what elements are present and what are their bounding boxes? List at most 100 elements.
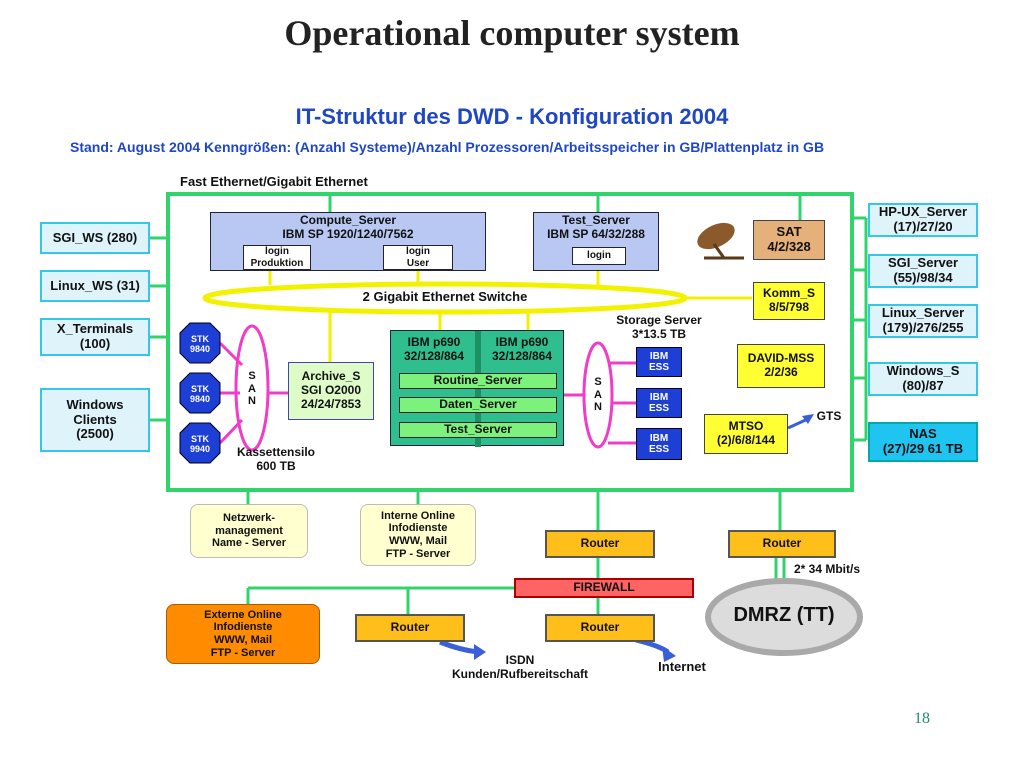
- ibm-p690-2: IBM p690 32/128/864: [479, 333, 565, 367]
- login-user-box: login User: [383, 245, 453, 270]
- mtso-stats: (2)/6/8/144: [716, 433, 776, 447]
- san-label-right: S A N: [590, 372, 606, 418]
- san-right-s: S: [594, 376, 602, 389]
- windows-clients-box: Windows Clients (2500): [40, 388, 150, 452]
- router-top-right: Router: [728, 530, 836, 558]
- san-right-n: N: [594, 401, 602, 414]
- ibm-p690-cluster: IBM p690 32/128/864 IBM p690 32/128/864 …: [390, 330, 565, 447]
- linux-server-label: Linux_Server: [881, 305, 965, 321]
- router-bottom-left-label: Router: [390, 620, 430, 635]
- interne-line4: FTP - Server: [385, 547, 451, 560]
- san-right-a: A: [594, 388, 602, 401]
- storage-server-line1: Storage Server: [616, 313, 702, 328]
- archive-server-box: Archive_S SGI O2000 24/24/7853: [288, 362, 374, 420]
- netzwerk-line2: management: [215, 524, 283, 537]
- compute-server-stats: IBM SP 1920/1240/7562: [282, 226, 414, 241]
- firewall-box: FIREWALL: [514, 578, 694, 598]
- router-bottom-center: Router: [545, 614, 655, 642]
- archive-model: SGI O2000: [300, 383, 362, 398]
- frame-label: Fast Ethernet/Gigabit Ethernet: [180, 174, 368, 189]
- test-server-stats: IBM SP 64/32/288: [547, 226, 645, 241]
- mtso-label: MTSO: [728, 419, 764, 434]
- stk-3-line2: 9940: [189, 444, 211, 454]
- login-user-label-2: User: [406, 257, 430, 269]
- test-server-label: Test_Server: [562, 213, 630, 227]
- stk-label-1: STK 9840: [180, 333, 220, 355]
- externe-line2: Infodienste: [213, 621, 273, 634]
- david-mss-box: DAVID-MSS 2/2/36: [737, 344, 825, 388]
- router-top-center: Router: [545, 530, 655, 558]
- dmrz-label: DMRZ (TT): [733, 604, 835, 626]
- stk-1-line2: 9840: [189, 344, 211, 354]
- interne-line2: Infodienste: [388, 522, 448, 535]
- gts-label: GTS: [816, 409, 842, 423]
- stk-1-line1: STK: [191, 333, 209, 344]
- diagram-title: IT-Struktur des DWD - Konfiguration 2004: [295, 104, 729, 129]
- interne-line3: WWW, Mail: [388, 535, 448, 547]
- compute-server-box: Compute_Server IBM SP 1920/1240/7562 log…: [210, 212, 486, 271]
- stk-shape-1: [179, 322, 221, 364]
- externe-online-box: Externe Online Infodienste WWW, Mail FTP…: [166, 604, 320, 664]
- ibm-ess-2-line2: ESS: [648, 403, 669, 414]
- nas-stats: (27)/29 61 TB: [882, 441, 964, 456]
- nas-box: NAS (27)/29 61 TB: [868, 422, 978, 462]
- linux-ws-label: Linux_WS (31): [50, 277, 140, 293]
- david-mss-stats: 2/2/36: [764, 365, 798, 379]
- x-terminals-box: X_Terminals (100): [40, 318, 150, 356]
- router-top-right-label: Router: [762, 536, 802, 551]
- hp-ux-server-box: HP-UX_Server (17)/27/20: [868, 203, 978, 237]
- linux-server-box: Linux_Server (179)/276/255: [868, 304, 978, 338]
- windows-server-box: Windows_S (80)/87: [868, 362, 978, 396]
- stk-3-line1: STK: [191, 433, 209, 444]
- ibm-ess-1-line2: ESS: [648, 362, 669, 373]
- stk-2-line2: 9840: [189, 394, 211, 404]
- isdn-line2: Kunden/Rufbereitschaft: [451, 667, 588, 681]
- storage-server-label: Storage Server 3*13.5 TB: [600, 312, 718, 344]
- ibm-ess-2-line1: IBM: [649, 391, 669, 403]
- test-login-box: login: [572, 247, 626, 265]
- netzwerk-line3: Name - Server: [212, 537, 286, 550]
- dmrz-ellipse: [705, 578, 863, 656]
- stk-label-2: STK 9840: [180, 383, 220, 405]
- ibm-ess-3-line2: ESS: [648, 444, 669, 455]
- hp-ux-server-stats: (17)/27/20: [893, 219, 953, 234]
- komm-s-box: Komm_S 8/5/798: [753, 282, 825, 320]
- sgi-ws-box: SGI_WS (280): [40, 222, 150, 254]
- netzwerk-line1: Netzwerk-: [223, 512, 275, 525]
- bandwidth-label: 2* 34 Mbit/s: [794, 562, 861, 576]
- login-produktion-label-1: login: [265, 246, 289, 257]
- externe-line1: Externe Online: [204, 608, 282, 621]
- test-server-inner-label: Test_Server: [444, 422, 512, 437]
- externe-line4: FTP - Server: [210, 646, 276, 659]
- compute-server-label: Compute_Server: [299, 213, 397, 227]
- externe-line3: WWW, Mail: [213, 634, 273, 646]
- ibm-ess-3: IBM ESS: [636, 428, 682, 460]
- hp-ux-server-label: HP-UX_Server: [878, 204, 968, 220]
- sat-stats: 4/2/328: [767, 239, 811, 254]
- x-terminals-label: X_Terminals: [56, 321, 134, 337]
- ibm-p690-2-stats: 32/128/864: [491, 349, 553, 363]
- routine-server-box: Routine_Server: [399, 373, 557, 389]
- ibm-p690-2-label: IBM p690: [495, 335, 549, 350]
- storage-server-line2: 3*13.5 TB: [631, 327, 687, 341]
- windows-clients-label-1: Windows: [66, 396, 124, 412]
- kassettensilo-label: Kassettensilo 600 TB: [226, 444, 326, 476]
- sat-label: SAT: [776, 224, 802, 240]
- netzwerk-management-box: Netzwerk- management Name - Server: [190, 504, 308, 558]
- isdn-line1: ISDN: [505, 653, 535, 668]
- daten-server-box: Daten_Server: [399, 397, 557, 413]
- sgi-ws-label: SGI_WS (280): [52, 229, 138, 245]
- diagram-subtitle: Stand: August 2004 Kenngrößen: (Anzahl S…: [70, 139, 825, 155]
- daten-server-label: Daten_Server: [439, 397, 517, 412]
- mtso-box: MTSO (2)/6/8/144: [704, 414, 788, 454]
- san-left-s: S: [248, 370, 256, 383]
- sgi-server-label: SGI_Server: [887, 255, 959, 271]
- san-left-n: N: [248, 395, 256, 408]
- ibm-ess-2: IBM ESS: [636, 388, 682, 418]
- router-bottom-center-label: Router: [580, 620, 620, 635]
- komm-s-stats: 8/5/798: [768, 300, 810, 314]
- routine-server-label: Routine_Server: [433, 373, 523, 388]
- test-server-inner-box: Test_Server: [399, 422, 557, 438]
- ibm-p690-1-stats: 32/128/864: [403, 349, 465, 363]
